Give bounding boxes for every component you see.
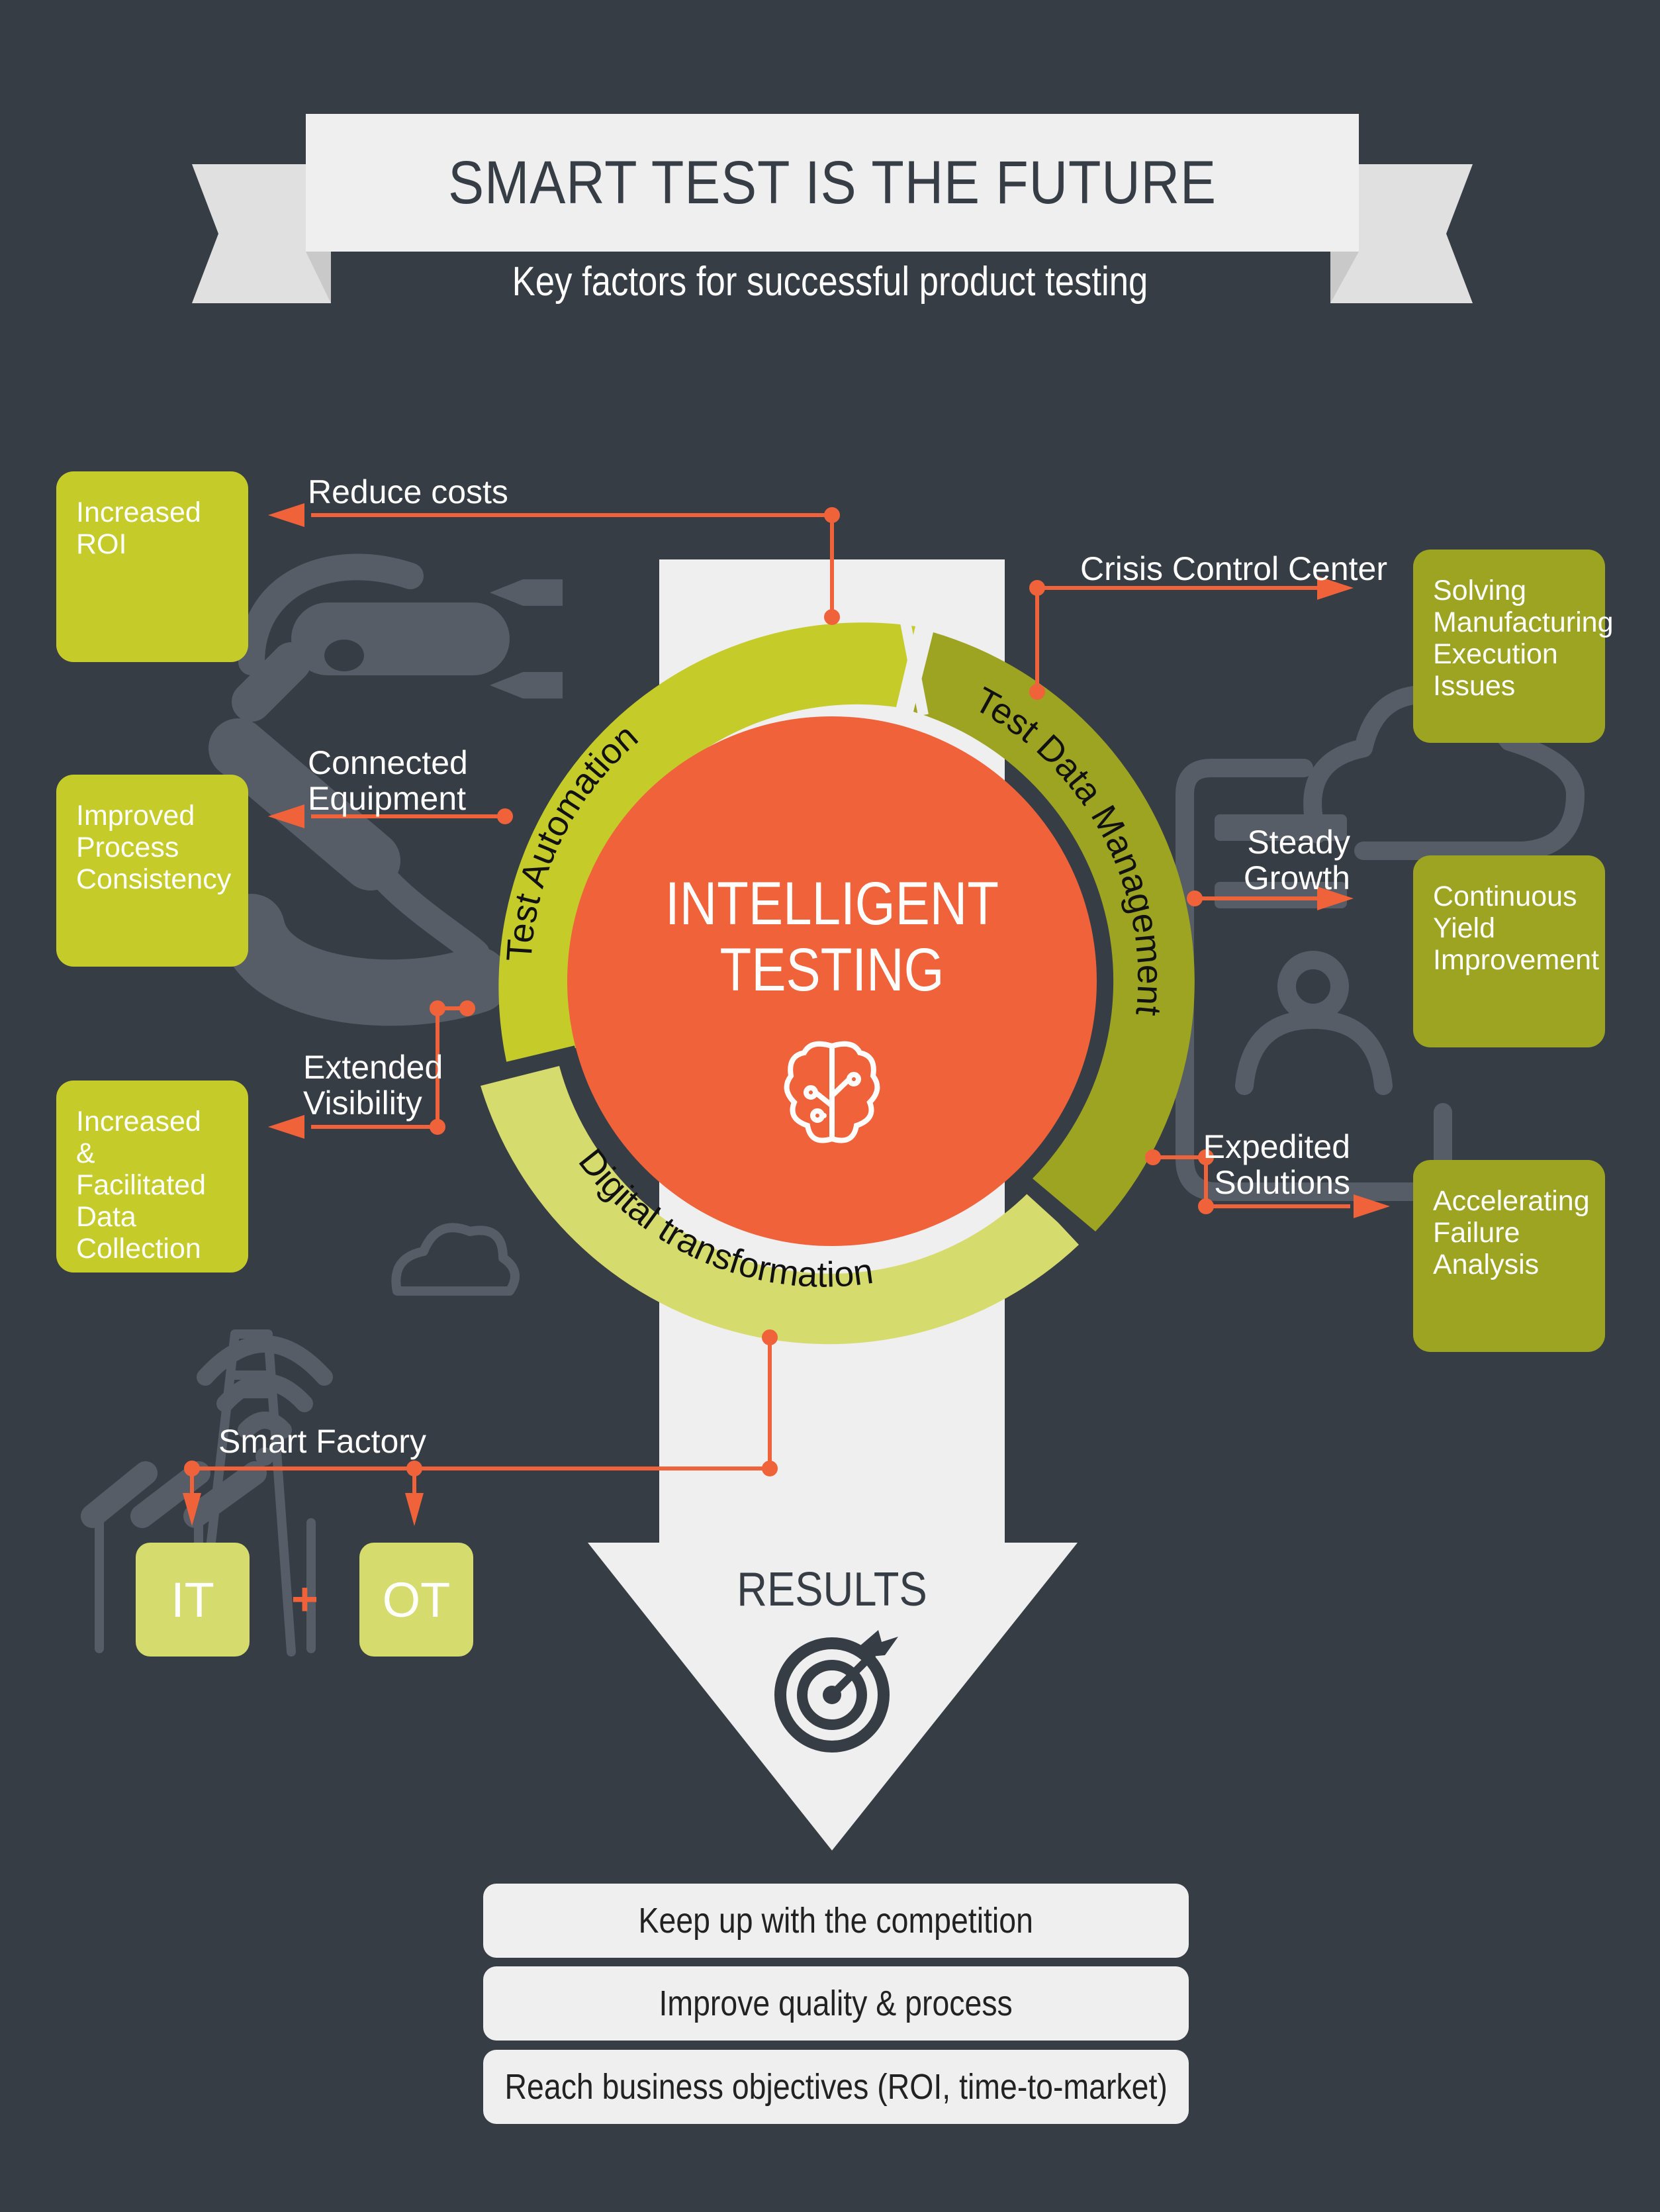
benefit-box-continuous-yield-improvement: Continuous Yield Improvement	[1413, 855, 1605, 1047]
connector-label-line: Steady	[1247, 824, 1350, 861]
banner	[306, 114, 1359, 252]
benefit-box-line: Consistency	[76, 863, 232, 895]
results-title: RESULTS	[737, 1563, 927, 1616]
result-item: Keep up with the competition	[483, 1884, 1189, 1958]
benefit-box-increased-roi: Increased ROI	[56, 471, 248, 662]
banner-ribbon	[192, 164, 1473, 303]
benefit-box-line: ROI	[76, 528, 127, 560]
benefit-box-line: Improvement	[1433, 944, 1599, 976]
benefit-box-line: Execution	[1433, 638, 1558, 670]
benefit-box-line: Process	[76, 832, 179, 863]
benefit-box-line: Improved	[76, 800, 195, 832]
plus-sign: +	[291, 1573, 318, 1625]
connector-label-connected-equipment: Connected Equipment	[308, 745, 468, 816]
center-title-line1: INTELLIGENT	[665, 870, 999, 938]
connector-label-line: Solutions	[1214, 1164, 1350, 1201]
benefit-box-data-collection: Increased & Facilitated Data Collection	[56, 1081, 248, 1273]
result-item-text: Keep up with the competition	[638, 1901, 1034, 1941]
connector-label-reduce-costs: Reduce costs	[308, 473, 508, 510]
result-item: Improve quality & process	[483, 1966, 1189, 2041]
connector-label-line: Extended	[303, 1049, 443, 1086]
center-title-line2: TESTING	[719, 936, 945, 1004]
connector-label-line: Connected	[308, 744, 468, 781]
connector-label-steady-growth: Steady Growth	[1191, 824, 1350, 896]
page-title: SMART TEST IS THE FUTURE	[448, 148, 1217, 216]
connector-label-extended-visibility: Extended Visibility	[303, 1049, 443, 1121]
ring-segment-test-automation	[498, 622, 915, 1067]
benefit-box-line: Collection	[76, 1233, 201, 1265]
result-item: Reach business objectives (ROI, time-to-…	[483, 2050, 1189, 2124]
benefit-box-line: Increased	[76, 1106, 201, 1137]
benefit-box-line: Manufacturing	[1433, 606, 1614, 638]
ring-segment-digital-transformation	[481, 1066, 1079, 1345]
benefit-box-line: Continuous	[1433, 881, 1577, 912]
benefit-box-solving-mes-issues: Solving Manufacturing Execution Issues	[1413, 550, 1614, 743]
benefit-box-line: Accelerating	[1433, 1185, 1590, 1217]
connector-label-expedited-solutions: Expedited Solutions	[1191, 1129, 1350, 1200]
benefit-box-improved-process-consistency: Improved Process Consistency	[56, 775, 248, 967]
benefit-box-line: Solving	[1433, 575, 1527, 606]
connector-label-line: Expedited	[1203, 1128, 1350, 1165]
result-item-text: Reach business objectives (ROI, time-to-…	[504, 2067, 1168, 2107]
connector-label-crisis-control-center: Crisis Control Center	[1080, 550, 1388, 587]
connector-label-line: Equipment	[308, 780, 467, 817]
connector-label-line: Growth	[1243, 859, 1350, 896]
center-circle	[567, 716, 1097, 1246]
center-title: INTELLIGENT TESTING	[567, 871, 1097, 1003]
factory-roof-icon	[81, 1461, 267, 1528]
benefit-box-line: Analysis	[1433, 1249, 1540, 1280]
ot-box: OT	[359, 1543, 473, 1657]
result-item-text: Improve quality & process	[659, 1984, 1013, 2023]
benefit-box-line: Failure	[1433, 1217, 1520, 1249]
ring-segment-test-data-management	[913, 632, 1195, 1231]
target-arrow-icon	[774, 1630, 898, 1753]
benefit-box-line: Increased	[76, 497, 201, 528]
smart-factory-label: Smart Factory	[218, 1423, 426, 1460]
brain-circuit-icon	[784, 1041, 880, 1143]
benefit-box-line: Yield	[1433, 912, 1496, 944]
benefit-box-line: & Facilitated	[76, 1137, 206, 1201]
it-box: IT	[136, 1543, 250, 1657]
benefit-box-accelerating-failure-analysis: Accelerating Failure Analysis	[1413, 1160, 1605, 1352]
benefit-box-line: Data	[76, 1201, 136, 1233]
page-subtitle: Key factors for successful product testi…	[512, 259, 1148, 305]
connector-label-line: Visibility	[303, 1084, 422, 1122]
benefit-box-line: Issues	[1433, 670, 1516, 702]
